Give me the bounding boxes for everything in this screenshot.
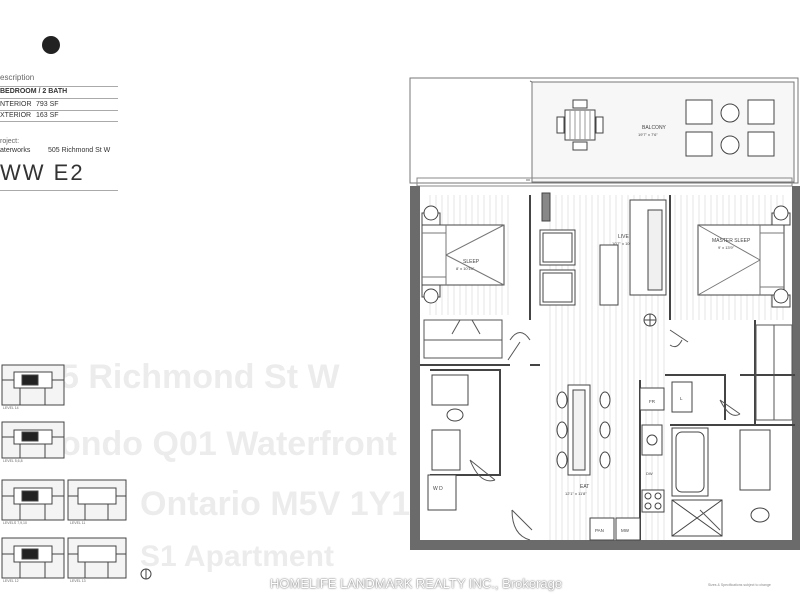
master-closet	[755, 324, 793, 421]
watermark-line: Ontario M5V 1Y1	[140, 485, 411, 523]
floor-plan: BALCONY 19'7" x 7'6" SLEEP 8' x 10'10"	[409, 77, 800, 550]
bathroom-1	[427, 374, 469, 511]
balcony-lounge-set	[685, 99, 775, 157]
keyplan-6	[67, 537, 127, 579]
watermark-line: S1 Apartment	[140, 540, 334, 573]
live-label: LIVE	[618, 234, 630, 240]
spec-label: XTERIOR	[0, 112, 32, 119]
description-label: escription	[0, 73, 35, 82]
keyplan-1	[1, 364, 65, 406]
master-dims: 9' x 13'9"	[718, 245, 735, 250]
master-bed	[697, 205, 791, 308]
spec-divider	[0, 121, 118, 122]
keyplan-label: LEVEL 14	[3, 406, 19, 410]
eat-dims: 12'1" x 11'8"	[565, 491, 587, 496]
eat-label: EAT	[580, 484, 589, 490]
spec-row-bedroom-bath: BEDROOM / 2 BATH	[0, 88, 118, 95]
doors	[469, 329, 741, 541]
project-name: aterworks	[0, 147, 31, 154]
keyplan-label: LEVEL 11	[70, 521, 85, 525]
watermark-line: ondo Q01 Waterfront	[60, 425, 397, 463]
keyplan-label: LEVEL 5,6,8	[3, 459, 23, 463]
master-label: MASTER SLEEP	[712, 238, 751, 244]
brokerage-footer: HOMELIFE LANDMARK REALTY INC., Brokerage	[270, 576, 563, 591]
keyplan-label: LEVELS 7,9,10	[3, 521, 27, 525]
keyplan-4	[67, 479, 127, 521]
spec-divider	[0, 86, 118, 87]
sleep-label: SLEEP	[463, 259, 480, 265]
keyplan-3	[1, 479, 65, 521]
interior-walls	[420, 195, 795, 540]
unit-divider	[0, 190, 118, 191]
pantry-label: PAN	[595, 528, 604, 533]
keyplan-2	[1, 421, 65, 459]
balcony-label: BALCONY	[642, 125, 667, 131]
kitchen	[589, 381, 693, 541]
balcony	[409, 77, 799, 187]
exterior-walls	[410, 186, 800, 550]
live-furniture	[539, 192, 667, 327]
keyplan-5	[1, 537, 65, 579]
disclaimer: Sizes & Specifications subject to change	[708, 583, 771, 587]
bathroom-2	[671, 427, 771, 537]
watermark-line: 5 Richmond St W	[60, 358, 340, 396]
keyplan-label: LEVEL 13	[70, 579, 86, 583]
project-address: 505 Richmond St W	[48, 147, 111, 154]
keyplan-label: LEVEL 12	[3, 579, 19, 583]
sleep-bed	[421, 205, 505, 304]
spec-value: 163 SF	[36, 112, 59, 119]
spec-divider	[0, 98, 118, 99]
sleep-dims: 8' x 10'10"	[456, 266, 475, 271]
spec-row-interior: NTERIOR 793 SF	[0, 101, 118, 108]
microwave-label: MW	[621, 528, 630, 533]
wd-label: W D	[433, 486, 443, 492]
spec-label: NTERIOR	[0, 101, 32, 108]
balcony-dining-set	[556, 99, 604, 151]
developer-logo	[42, 36, 60, 54]
linen-label: L	[680, 396, 683, 401]
spec-divider	[0, 110, 118, 111]
sleep-closet	[423, 319, 503, 359]
spec-row-exterior: XTERIOR 163 SF	[0, 112, 118, 119]
unit-name: WW E2	[0, 160, 85, 185]
dishwasher-label: DW	[646, 471, 653, 476]
dining-table	[556, 384, 611, 476]
balcony-dims: 19'7" x 7'6"	[638, 132, 658, 137]
live-dims: 10'7" x 10'	[612, 241, 631, 246]
fridge-label: FR	[649, 399, 656, 404]
project-label: roject:	[0, 138, 20, 145]
spec-value: 793 SF	[36, 101, 59, 108]
spec-label: BEDROOM / 2 BATH	[0, 88, 68, 95]
keyplan-group: LEVEL 14 LEVEL 5,6,8 LEVELS 7,9,10 LEVEL…	[1, 364, 152, 583]
